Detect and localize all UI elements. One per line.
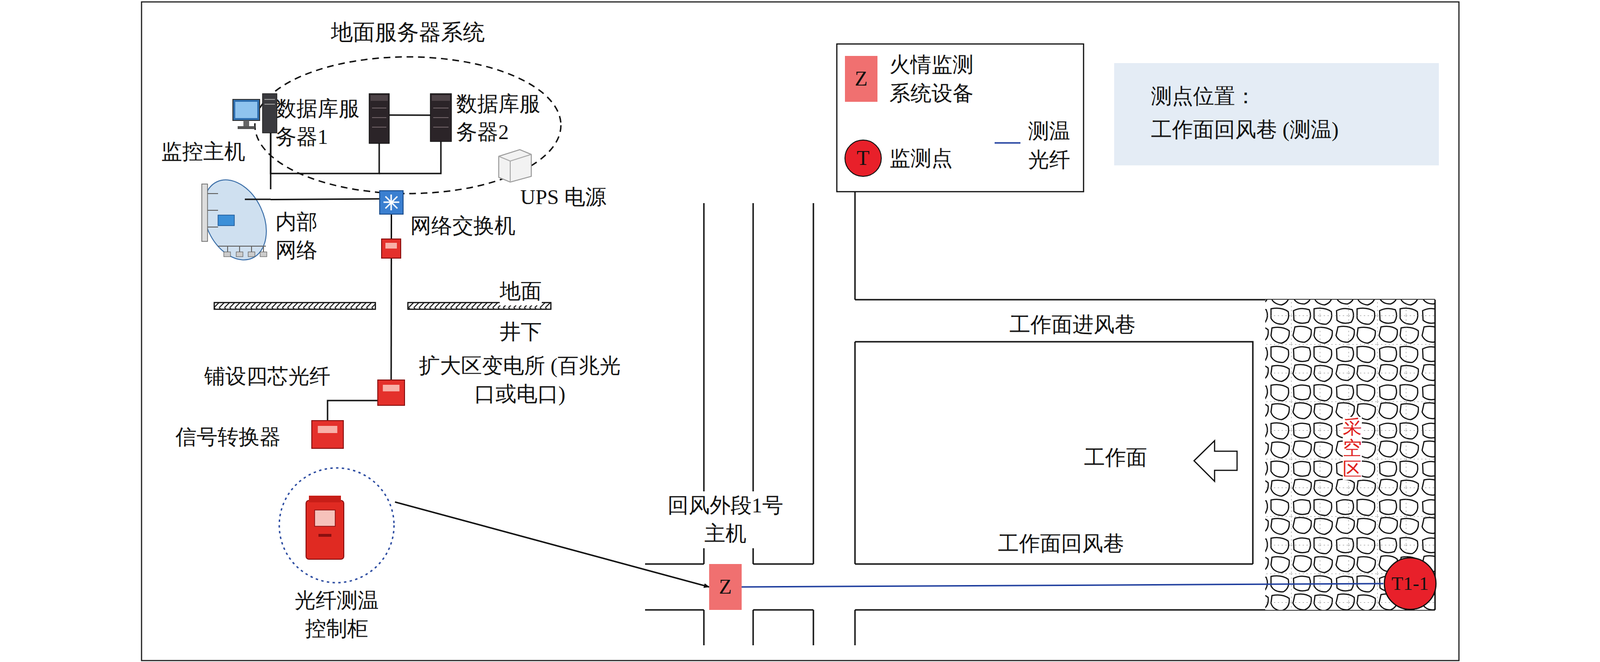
legend-point-symbol: [844, 140, 882, 177]
info-panel: 测点位置： 工作面回风巷 (测温): [1114, 63, 1439, 166]
signal-converter-icon: [311, 420, 344, 450]
server-bus: [379, 141, 441, 174]
node-label: T1-1: [1383, 557, 1437, 611]
monitor-host: 监控主机: [232, 93, 278, 133]
db-server: 数据库服务器1: [369, 93, 390, 144]
node-label: 测点位置：: [1150, 82, 1419, 111]
advance-arrow: [1194, 440, 1238, 482]
connector: [327, 400, 378, 421]
connector: [394, 502, 710, 588]
node-label: 网络交换机: [410, 211, 545, 241]
signal-converter: 信号转换器: [311, 420, 344, 450]
junction-box: [381, 239, 401, 259]
goaf-edge: [1434, 299, 1436, 611]
control-cabinet-icon: [278, 467, 395, 584]
surface-label: 地面: [499, 277, 542, 306]
db-server-icon: [430, 93, 452, 142]
connector: [270, 198, 380, 200]
goaf-label: 采空区: [1342, 416, 1362, 481]
legend-text: 测温光纤: [1028, 117, 1076, 175]
substation-box: 扩大区变电所 (百兆光口或电口): [377, 379, 406, 406]
fire-monitor-host: Z回风外段1号主机: [709, 564, 742, 611]
frame: [141, 1, 1459, 661]
node-label: 信号转换器: [175, 423, 305, 452]
control-cabinet: 光纤测温控制柜: [278, 467, 395, 584]
node-label: 数据库服务器1: [275, 94, 365, 152]
node-label: 内部网络: [275, 208, 324, 265]
ups-power-icon: [496, 147, 533, 183]
node-label: Z: [709, 564, 742, 611]
substation-box-icon: [377, 379, 406, 406]
monitor-point: T1-1: [1383, 557, 1437, 611]
node-caption: 工作面回风巷 (测温): [1150, 115, 1419, 144]
connector: [741, 583, 1384, 588]
internal-network-icon: [198, 174, 271, 259]
junction-box-panel: [385, 242, 397, 249]
legend-fiber-line: [994, 142, 1021, 144]
network-switch-icon: [379, 190, 404, 215]
node-label: 光纤测温控制柜: [291, 586, 383, 644]
ups-power: UPS 电源: [496, 147, 533, 183]
db-server-icon: [369, 93, 390, 144]
roadway-label: 工作面进风巷: [1009, 310, 1136, 340]
legend-text: 监测点: [889, 144, 986, 174]
node-label: UPS 电源: [520, 183, 631, 212]
legend-symbol-letter: T: [844, 140, 882, 177]
underground-label: 井下: [499, 317, 542, 347]
connector: [389, 114, 431, 116]
legend-box: [836, 43, 1084, 192]
internal-network: 内部网络: [198, 174, 271, 259]
face-label: 工作面: [1084, 443, 1148, 472]
db-server: 数据库服务器2: [430, 93, 452, 142]
roadway-label: 工作面回风巷: [997, 529, 1125, 559]
roadways: [645, 191, 1436, 646]
node-label: 扩大区变电所 (百兆光口或电口): [414, 351, 625, 409]
node-caption: 回风外段1号主机: [664, 491, 787, 549]
legend-text: 火情监测系统设备: [889, 50, 981, 109]
node-label: 监控主机: [161, 137, 253, 166]
node-label: 数据库服务器2: [456, 89, 548, 147]
monitor-host-icon: [232, 93, 278, 133]
node-label: 地面服务器系统: [253, 17, 562, 48]
fiber-note: 铺设四芯光纤: [204, 362, 331, 391]
legend-swatch-letter: Z: [844, 55, 878, 102]
network-switch: 网络交换机: [379, 190, 404, 215]
